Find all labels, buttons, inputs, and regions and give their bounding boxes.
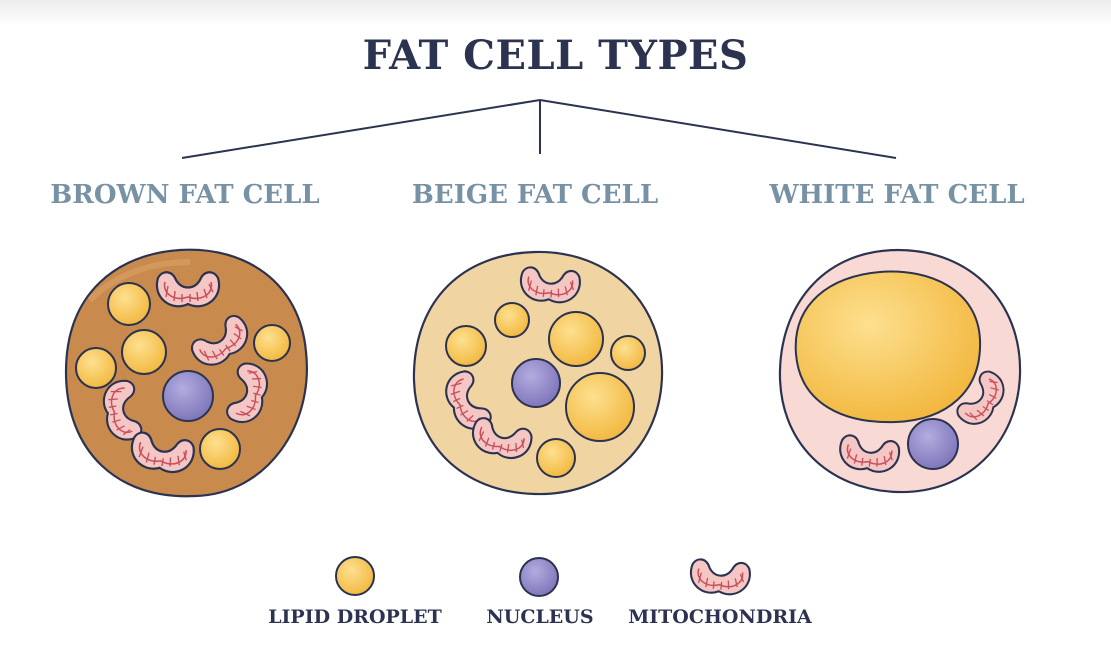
page-title: FAT CELL TYPES [362, 32, 749, 79]
lipid-droplet [794, 270, 982, 424]
lipid-droplet [445, 302, 646, 478]
lipid-droplet [75, 282, 291, 470]
legend-mitochondria-icon [688, 557, 752, 598]
legend-nucleus-label: NUCLEUS [486, 606, 594, 628]
legend-lipid-icon [335, 556, 375, 596]
brown-fat-cell [64, 248, 308, 498]
nucleus [162, 370, 214, 422]
legend-lipid-label: LIPID DROPLET [268, 606, 442, 628]
title-connector-lines [181, 99, 897, 159]
beige-fat-cell [412, 250, 664, 496]
white-fat-cell [778, 248, 1022, 494]
legend-nucleus-icon [519, 557, 559, 597]
white-fat-cell-label: WHITE FAT CELL [769, 180, 1025, 210]
legend-mitochondria-label: MITOCHONDRIA [628, 606, 812, 628]
brown-fat-cell-label: BROWN FAT CELL [50, 180, 320, 210]
beige-fat-cell-label: BEIGE FAT CELL [411, 180, 659, 210]
nucleus [907, 418, 959, 470]
nucleus [511, 358, 561, 408]
